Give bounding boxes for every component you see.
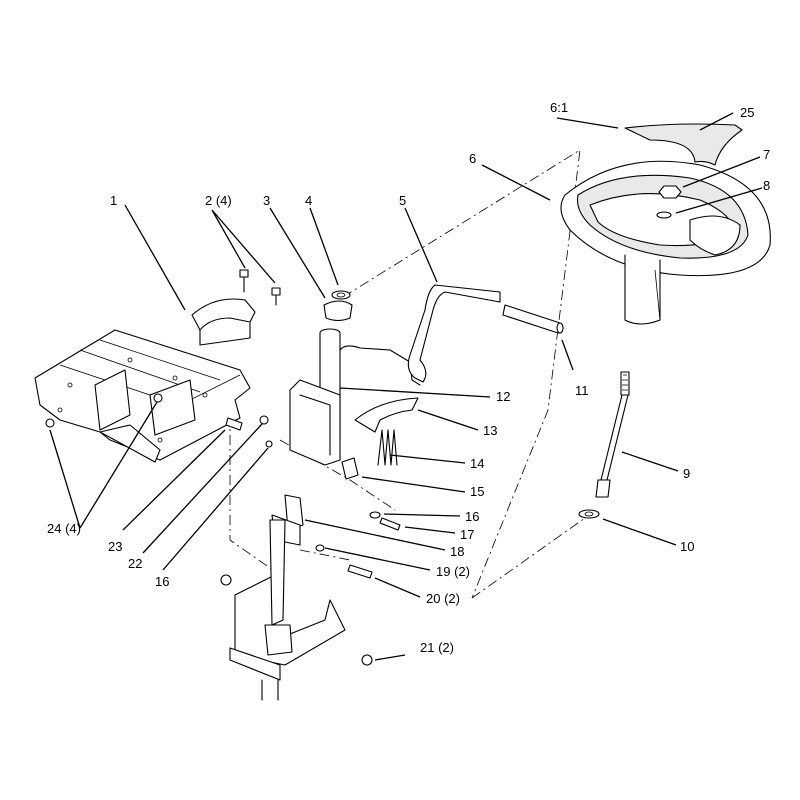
callout-21: 21 (2) [420,640,454,655]
callout-16-right: 16 [465,509,479,524]
leader-lines [49,112,763,661]
callout-4: 4 [305,193,312,208]
hardware-right [369,511,401,531]
callout-11: 11 [575,383,589,398]
callout-7: 7 [763,147,770,162]
callout-3: 3 [263,193,270,208]
callout-15: 15 [470,484,484,499]
washer [331,290,351,300]
lever-rod [407,284,564,383]
callout-24: 24 (4) [47,521,81,536]
bolt-set [239,269,281,306]
callout-6: 6 [469,151,476,166]
callout-23: 23 [108,539,122,554]
callout-14: 14 [470,456,484,471]
callout-12: 12 [496,389,510,404]
callout-8: 8 [763,178,770,193]
assembly-guide-lines [229,149,586,599]
callout-2: 2 (4) [205,193,232,208]
wheel-nut [658,185,682,199]
frame-nuts [45,393,163,428]
column-clamp [191,298,256,346]
callout-22: 22 [128,556,142,571]
callout-labels: 1 2 (4) 3 4 5 6 6:1 7 8 9 10 11 12 13 14… [47,100,770,655]
wheel-cap [624,123,743,166]
callout-10: 10 [680,539,694,554]
callout-13: 13 [483,423,497,438]
callout-6-1: 6:1 [550,100,568,115]
callout-9: 9 [683,466,690,481]
wheel-washer [656,211,672,219]
mounting-frame [34,329,251,463]
callout-17: 17 [460,527,474,542]
callout-5: 5 [399,193,406,208]
lower-bracket [220,519,373,701]
hardware-left [225,415,273,448]
bracket [354,397,419,433]
spacer [341,457,359,480]
steering-column [289,300,421,466]
callout-19: 19 (2) [436,564,470,579]
callout-25: 25 [740,105,754,120]
callout-18: 18 [450,544,464,559]
callout-16-left: 16 [155,574,169,589]
spring [377,429,398,466]
universal-joint [271,494,373,579]
callout-20: 20 (2) [426,591,460,606]
shaft-washer [578,509,600,519]
callout-1: 1 [110,193,117,208]
steering-shaft [595,371,630,498]
